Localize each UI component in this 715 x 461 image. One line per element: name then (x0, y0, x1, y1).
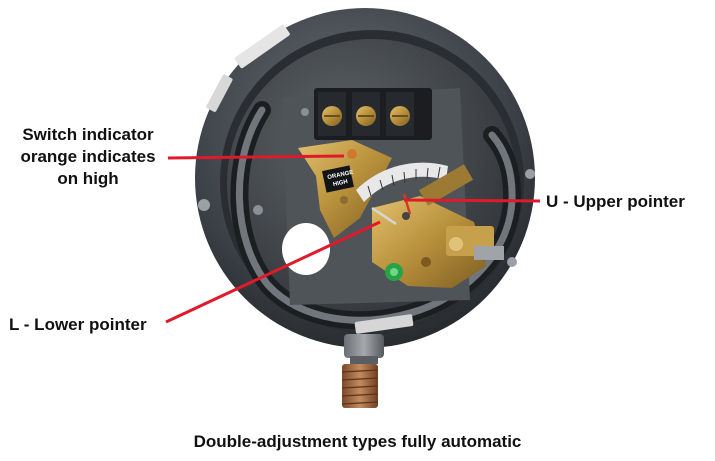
switch-indicator-label: Switch indicator orange indicates on hig… (4, 124, 172, 190)
upper-pointer-needle (402, 193, 412, 215)
terminal-block (314, 88, 432, 140)
threaded-fitting (342, 364, 378, 408)
indicator-plate (322, 165, 354, 193)
pressure-scale (356, 162, 448, 202)
lower-pointer-leader (165, 220, 381, 324)
callout-leader-lines (165, 154, 541, 324)
switch-indicator-line-2: orange indicates (20, 147, 156, 166)
upper-pointer-leader (403, 198, 541, 203)
figure-caption: Double-adjustment types fully automatic (193, 432, 522, 451)
lower-pointer-label: L - Lower pointer (9, 315, 147, 334)
adjustment-mechanism (372, 164, 504, 288)
switch-indicator-leader (167, 154, 345, 160)
lower-pointer-needle (371, 206, 397, 226)
plate-line-2: HIGH (333, 179, 349, 188)
switch-indicator-line-3: on high (57, 169, 119, 188)
switch-indicator-line-1: Switch indicator (22, 125, 154, 144)
pressure-connection-stem (341, 334, 384, 408)
plate-line-1: ORANGE (327, 170, 354, 181)
upper-pointer-label: U - Upper pointer (546, 192, 685, 211)
switch-indicator-bracket: ORANGE HIGH (298, 140, 392, 238)
